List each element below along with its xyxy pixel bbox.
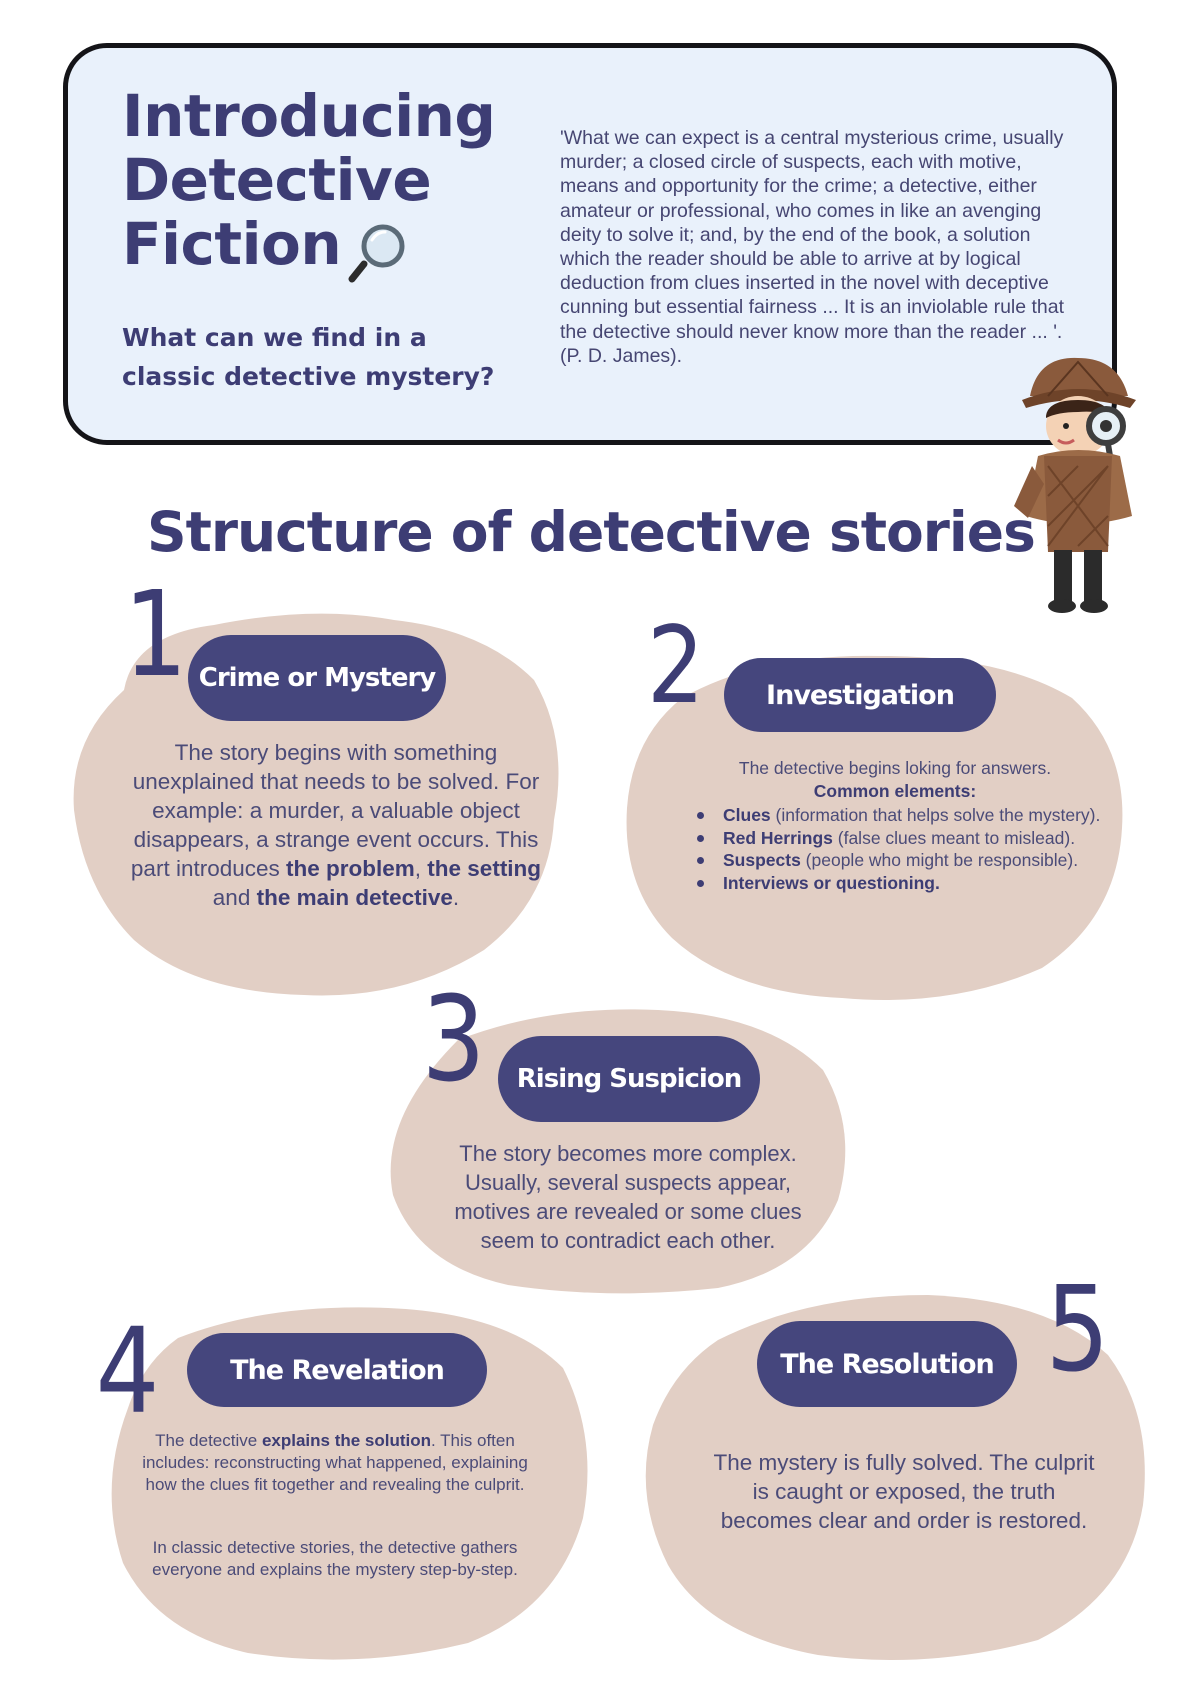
title-line: Introducing [122,82,496,150]
list-item: Suspects (people who might be responsibl… [690,849,1110,872]
title-line: Detective [122,146,432,214]
step-4-number: 4 [95,1302,160,1440]
step-3-title-pill: Rising Suspicion [498,1036,760,1122]
step-2-title-pill: Investigation [724,658,996,732]
title-line: Fiction [122,210,342,278]
magnifying-glass-icon [348,224,405,283]
step-2-blob [626,655,1123,1000]
step-2-list-heading: Common elements: [813,781,977,801]
step-4-title-pill: The Revelation [187,1333,487,1407]
step-4-text-2: In classic detective stories, the detect… [152,1538,518,1579]
intro-subtitle: What can we find in a classic detective … [122,323,495,391]
list-item: Clues (information that helps solve the … [690,804,1110,827]
detective-illustration [1014,357,1136,613]
step-5-title-pill: The Resolution [757,1321,1017,1407]
step-2-elements-list: Clues (information that helps solve the … [690,804,1110,894]
step-1-text: The story begins with something unexplai… [130,740,542,910]
step-3-number: 3 [421,970,486,1108]
list-item: Red Herrings (false clues meant to misle… [690,827,1110,850]
step-1-number: 1 [123,565,188,703]
step-5-text: The mystery is fully solved. The culprit… [713,1450,1095,1533]
step-2-intro: The detective begins loking for answers. [738,758,1052,778]
page-title: Introducing Detective Fiction [122,82,496,278]
intro-box [63,43,1117,445]
intro-quote: 'What we can expect is a central mysteri… [560,127,1065,367]
section-heading: Structure of detective stories [147,500,1036,564]
step-5-number: 5 [1045,1260,1110,1398]
step-3-text: The story becomes more complex. Usually,… [454,1141,802,1253]
step-1-blob [73,613,559,996]
step-1-title-pill: Crime or Mystery [188,635,446,721]
step-2-number: 2 [647,604,705,727]
list-item: Interviews or questioning. [690,872,1110,895]
step-4-text: The detective explains the solution. Thi… [142,1431,528,1494]
